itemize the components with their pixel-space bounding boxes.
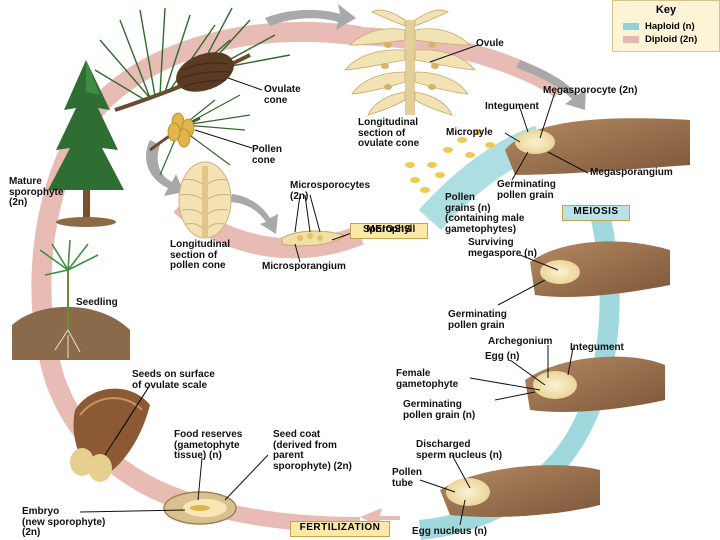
label-microsporangium: Microsporangium	[262, 261, 346, 272]
legend-item-diploid: Diploid (2n)	[623, 34, 697, 45]
legend-label-diploid: Diploid (2n)	[645, 34, 698, 45]
label-surviving-megaspore: Surviving megaspore (n)	[468, 237, 537, 259]
ovule-scale-fertilization	[440, 465, 600, 517]
meiosis-box-right: MEIOSIS	[562, 205, 630, 221]
label-megasporocyte: Megasporocyte (2n)	[543, 85, 638, 96]
label-archegonium: Archegonium	[488, 336, 553, 347]
label-sporophyll: Sporophyll	[363, 224, 416, 235]
label-longitudinal-section-pollen: Longitudinal section of pollen cone	[170, 239, 230, 271]
label-integument-mid: Integument	[570, 342, 624, 353]
seedling-illustration	[12, 239, 130, 360]
label-female-gametophyte: Female gametophyte	[396, 368, 459, 390]
seed-scale-illustration	[70, 388, 150, 482]
label-seed-coat: Seed coat (derived from parent sporophyt…	[273, 429, 352, 472]
label-seeds-on-scale: Seeds on surface of ovulate scale	[132, 369, 215, 391]
label-embryo: Embryo (new sporophyte) (2n)	[22, 506, 106, 538]
label-egg: Egg (n)	[485, 351, 520, 362]
pollen-cone-section	[178, 161, 232, 239]
seed-detail-illustration	[163, 491, 237, 525]
legend-key: Key Haploid (n) Diploid (2n)	[612, 0, 720, 52]
ovule-scale-megaspore	[530, 241, 670, 297]
meiosis-box-left: MEIOSIS	[350, 223, 428, 239]
label-germinating-pollen-low: Germinating pollen grain (n)	[403, 399, 476, 421]
legend-item-haploid: Haploid (n)	[623, 21, 695, 32]
sporophyll-illustration	[281, 230, 347, 247]
label-megasporangium: Megasporangium	[590, 167, 673, 178]
haploid-swatch	[623, 23, 639, 30]
legend-title: Key	[655, 4, 677, 16]
ovulate-cone-section	[344, 9, 476, 116]
fertilization-box: FERTILIZATION	[290, 521, 390, 537]
leader-lines	[79, 44, 589, 526]
label-ovule: Ovule	[476, 38, 504, 49]
label-pollen-tube: Pollen tube	[392, 467, 423, 489]
pollen-grains-illustration	[405, 129, 495, 193]
label-ovulate-cone: Ovulate cone	[264, 84, 301, 106]
label-micropyle: Micropyle	[446, 127, 493, 138]
label-longitudinal-section-ovulate: Longitudinal section of ovulate cone	[358, 117, 420, 149]
ovule-scale-archegonium	[525, 356, 665, 412]
legend-label-haploid: Haploid (n)	[645, 21, 695, 32]
label-seedling: Seedling	[76, 297, 118, 308]
label-integument-top: Integument	[485, 101, 539, 112]
label-germinating-pollen-mid: Germinating pollen grain	[448, 309, 507, 331]
label-discharged-sperm: Discharged sperm nucleus (n)	[416, 439, 503, 461]
label-pollen-grains: Pollen grains (n) (containing male gamet…	[445, 192, 525, 235]
label-pollen-cone: Pollen cone	[252, 144, 283, 166]
label-egg-nucleus: Egg nucleus (n)	[412, 526, 487, 537]
diploid-swatch	[623, 36, 639, 43]
pollen-cone-branch	[149, 94, 251, 176]
ovule-scale-top	[505, 118, 690, 175]
label-mature-sporophyte: Mature sporophyte (2n)	[9, 176, 64, 208]
mature-pine-tree	[48, 60, 124, 227]
pine-branch-illustration	[94, 7, 291, 112]
label-germinating-pollen-top: Germinating pollen grain	[497, 179, 556, 201]
label-microsporocytes: Microsporocytes (2n)	[290, 180, 371, 202]
label-food-reserves: Food reserves (gametophyte tissue) (n)	[174, 429, 243, 461]
